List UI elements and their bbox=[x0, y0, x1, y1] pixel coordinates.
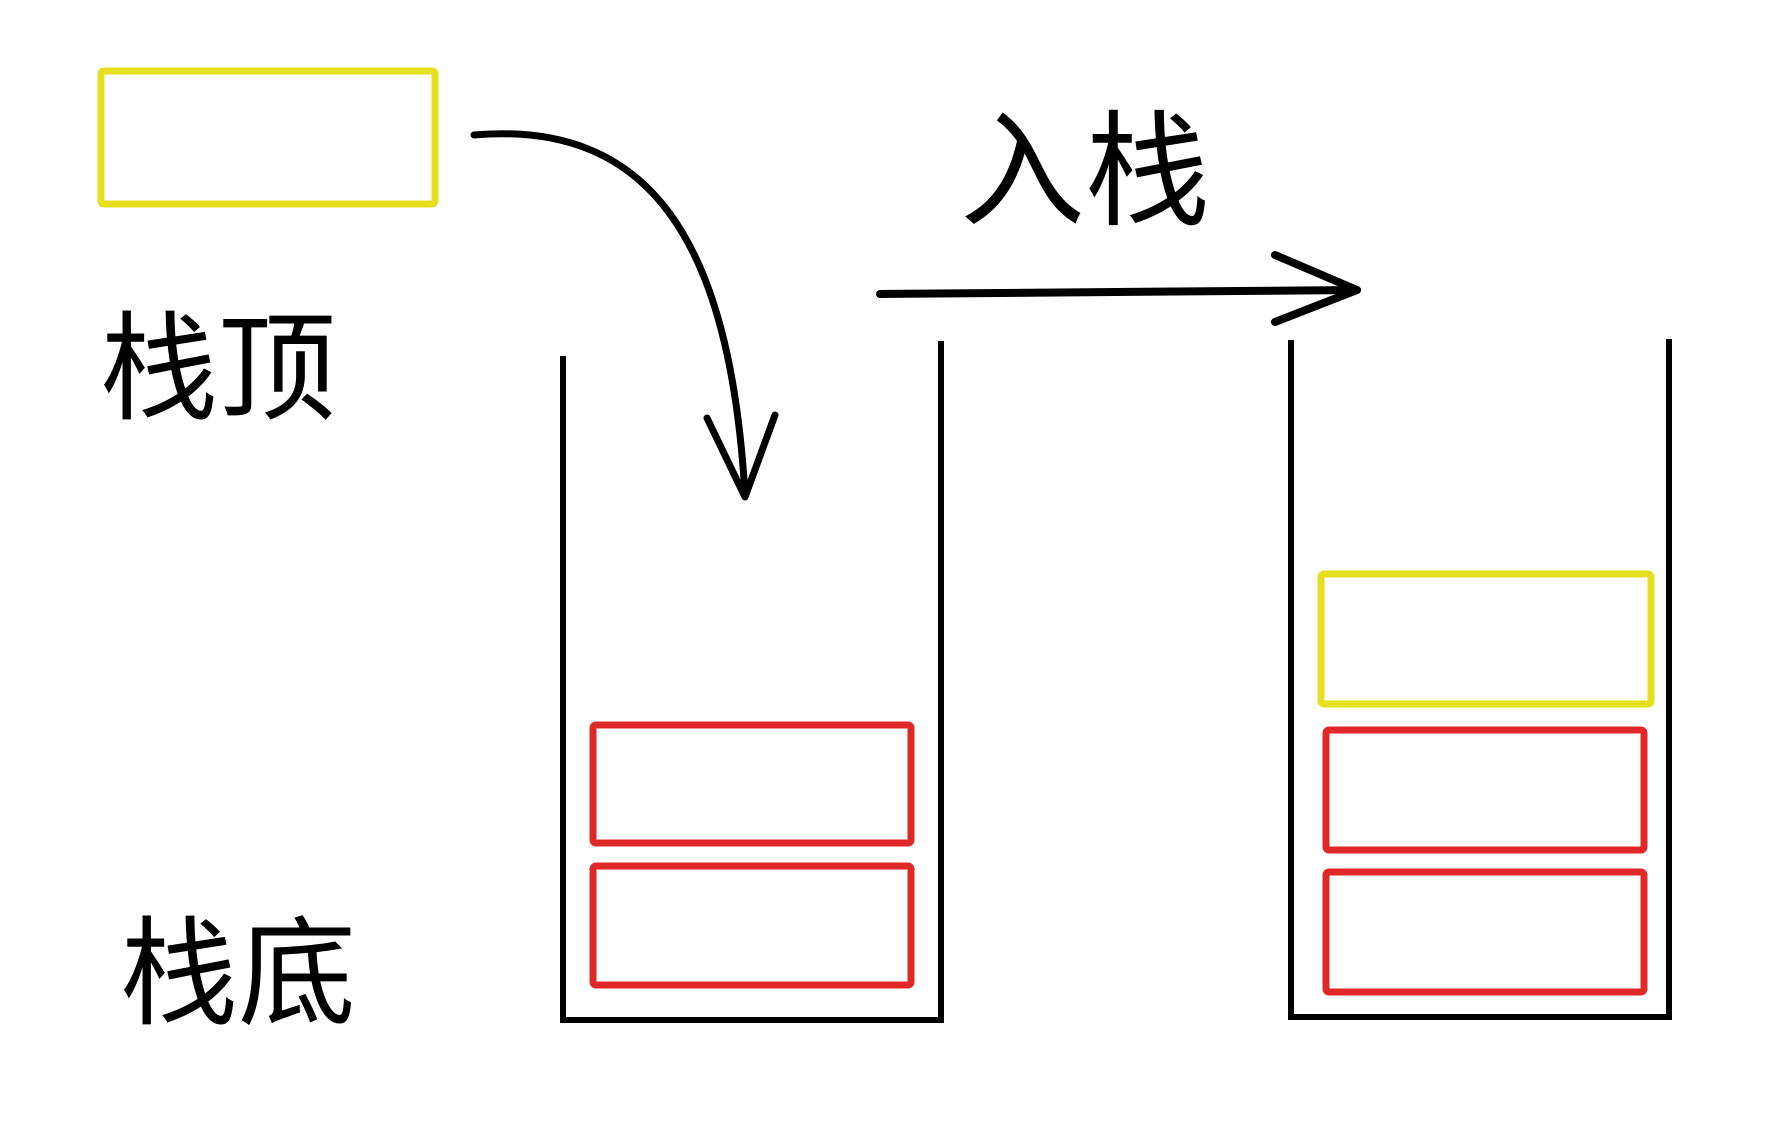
stack-after-container bbox=[1288, 339, 1672, 1020]
stack-top-label: 栈顶 bbox=[100, 300, 336, 438]
drop-arrow bbox=[470, 130, 749, 499]
incoming-element bbox=[97, 67, 439, 208]
push-arrow bbox=[876, 286, 1361, 298]
stack-before-element-2 bbox=[589, 862, 915, 989]
push-arrow-head bbox=[1271, 251, 1361, 326]
stack-after-element-1 bbox=[1322, 726, 1648, 854]
push-label: 入栈 bbox=[960, 100, 1210, 245]
drop-arrow-head bbox=[703, 411, 779, 501]
stack-bottom-label: 栈底 bbox=[120, 905, 356, 1043]
stack-before-container bbox=[560, 341, 944, 1023]
stack-after-element-2 bbox=[1322, 868, 1648, 996]
stack-before-element-1 bbox=[589, 721, 915, 847]
stack-after-element-new bbox=[1317, 570, 1655, 708]
